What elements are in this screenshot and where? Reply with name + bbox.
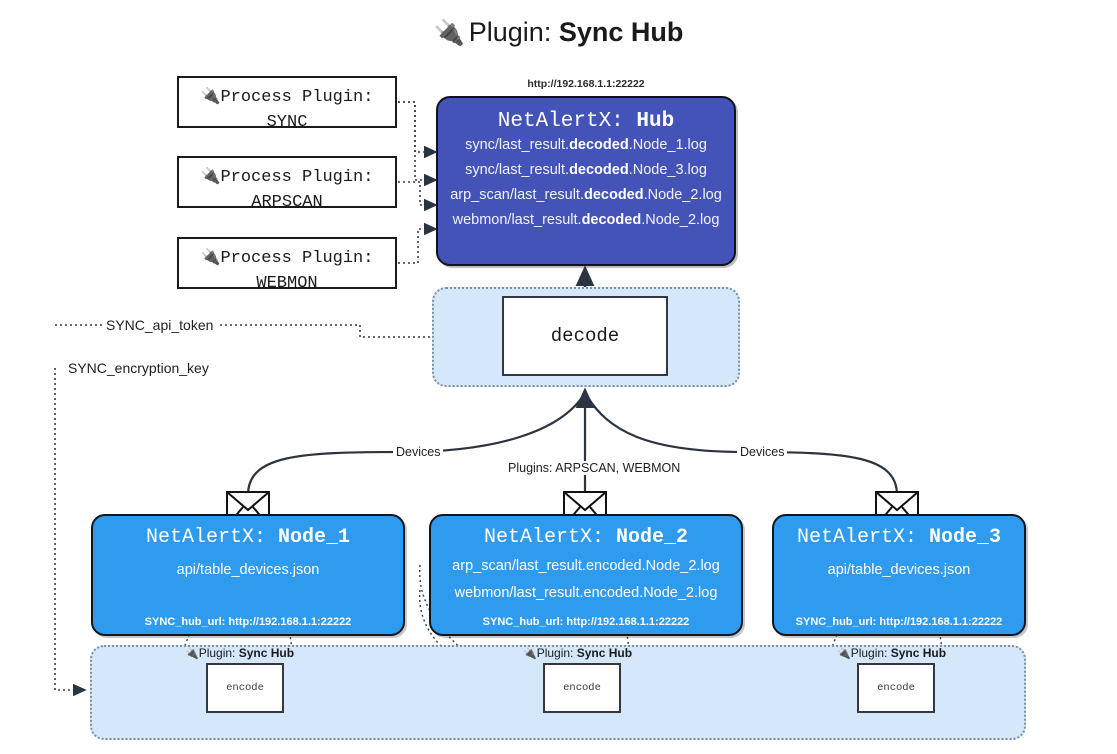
node-title: NetAlertX: Node_2 (483, 526, 689, 549)
plug-icon: 🔌 (200, 247, 221, 266)
encode-plugin-label-2: 🔌Plugin: Sync Hub (523, 646, 633, 660)
page-title-prefix: Plugin: (468, 17, 552, 47)
encode-box-2[interactable]: encode (543, 663, 621, 713)
process-plugin-arpscan[interactable]: 🔌Process Plugin: ARPSCAN (177, 156, 397, 212)
hub-title-name: Hub (636, 110, 675, 133)
encode-label: encode (226, 682, 264, 694)
encode-plugin-label-1: 🔌Plugin: Sync Hub (185, 646, 295, 660)
sync-api-token-label: SYNC_api_token (102, 317, 218, 333)
node-2[interactable]: NetAlertX: Node_2 arp_scan/last_result.e… (429, 514, 743, 636)
process-plugin-line2: SYNC (266, 113, 308, 132)
page-title-name: Sync Hub (558, 17, 684, 47)
node-footer: SYNC_hub_url: http://192.168.1.1:22222 (795, 616, 1003, 628)
hub-url-label: http://192.168.1.1:22222 (527, 78, 645, 90)
edge-label-devices-right: Devices (737, 445, 788, 459)
plug-icon: 🔌 (433, 19, 465, 47)
hub-line-1: sync/last_result.decoded.Node_1.log (465, 137, 707, 153)
node-line: api/table_devices.json (176, 562, 320, 578)
encode-label: encode (877, 682, 915, 694)
node-footer: SYNC_hub_url: http://192.168.1.1:22222 (144, 616, 352, 628)
encode-plugin-label-3: 🔌Plugin: Sync Hub (837, 646, 947, 660)
hub-line-3: arp_scan/last_result.decoded.Node_2.log (450, 187, 722, 203)
process-plugin-line1: Process Plugin: (220, 249, 374, 268)
node-line: webmon/last_result.encoded.Node_2.log (454, 585, 718, 601)
encode-label: encode (563, 682, 601, 694)
decode-box[interactable]: decode (502, 296, 668, 376)
node-footer: SYNC_hub_url: http://192.168.1.1:22222 (482, 616, 690, 628)
plug-icon: 🔌 (185, 648, 199, 660)
edge-label-devices-left: Devices (393, 445, 444, 459)
hub-title: NetAlertX: Hub (438, 110, 734, 133)
node-title: NetAlertX: Node_1 (145, 526, 351, 549)
node-3[interactable]: NetAlertX: Node_3 api/table_devices.json… (772, 514, 1026, 636)
process-plugin-line1: Process Plugin: (220, 168, 374, 187)
hub-title-prefix: NetAlertX: (497, 110, 624, 133)
sync-encryption-key-label: SYNC_encryption_key (64, 360, 213, 376)
process-plugin-webmon[interactable]: 🔌Process Plugin: WEBMON (177, 237, 397, 293)
plug-icon: 🔌 (200, 86, 221, 105)
node-line: api/table_devices.json (827, 562, 971, 578)
hub-line-2: sync/last_result.decoded.Node_3.log (465, 162, 707, 178)
plug-icon: 🔌 (523, 648, 537, 660)
process-plugin-sync[interactable]: 🔌Process Plugin: SYNC (177, 76, 397, 132)
process-plugin-line2: WEBMON (256, 274, 318, 293)
node-1[interactable]: NetAlertX: Node_1 api/table_devices.json… (91, 514, 405, 636)
hub-line-4: webmon/last_result.decoded.Node_2.log (452, 212, 720, 228)
process-plugin-line1: Process Plugin: (220, 88, 374, 107)
process-plugin-line2: ARPSCAN (251, 193, 323, 212)
node-line: arp_scan/last_result.encoded.Node_2.log (452, 558, 720, 574)
node-title: NetAlertX: Node_3 (796, 526, 1002, 549)
encode-box-3[interactable]: encode (857, 663, 935, 713)
plug-icon: 🔌 (200, 166, 221, 185)
page-title: 🔌Plugin: Sync Hub (0, 16, 1117, 48)
plug-icon: 🔌 (837, 648, 851, 660)
edge-label-plugins: Plugins: ARPSCAN, WEBMON (505, 461, 684, 475)
decode-label: decode (550, 325, 620, 347)
encode-box-1[interactable]: encode (206, 663, 284, 713)
hub-node[interactable]: NetAlertX: Hub sync/last_result.decoded.… (436, 96, 736, 266)
